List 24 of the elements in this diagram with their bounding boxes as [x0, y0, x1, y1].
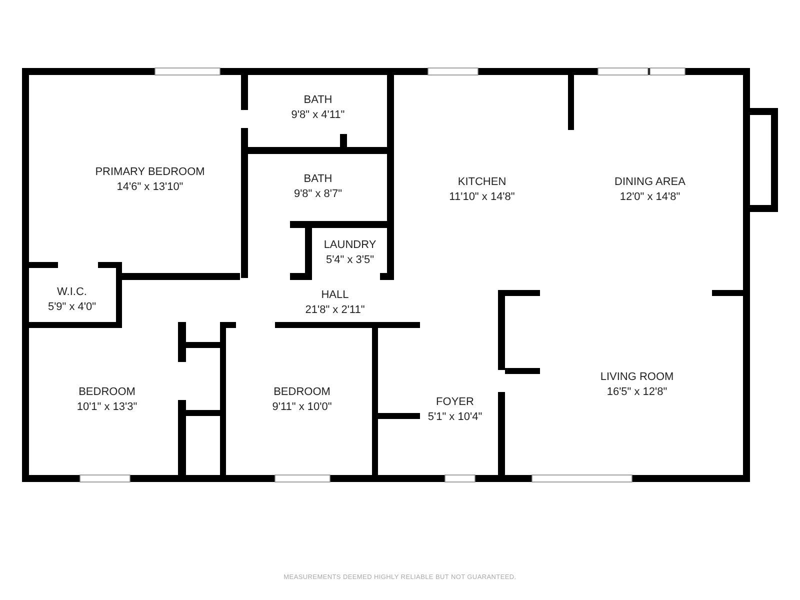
- room-dimensions: 11'10" x 14'8": [449, 190, 515, 205]
- room-dimensions: 5'1" x 10'4": [428, 410, 482, 425]
- room-name: BATH: [302, 93, 334, 108]
- room-name: BEDROOM: [78, 385, 136, 400]
- room-dimensions: 5'9" x 4'0": [48, 300, 96, 315]
- room-dimensions: 21'8" x 2'11": [305, 303, 365, 318]
- room-name: DINING AREA: [614, 175, 686, 190]
- room-dimensions: 16'5" x 12'8": [606, 385, 668, 400]
- room-name: HALL: [320, 288, 350, 303]
- room-name: W.I.C.: [56, 285, 88, 300]
- room-name: PRIMARY BEDROOM: [95, 165, 205, 180]
- room-dimensions: 9'8" x 8'7": [294, 187, 342, 202]
- room-name: FOYER: [435, 395, 475, 410]
- room-name: KITCHEN: [456, 175, 508, 190]
- room-name: BEDROOM: [272, 385, 332, 400]
- room-name: BATH: [302, 172, 334, 187]
- room-name: LIVING ROOM: [600, 370, 674, 385]
- room-name: LAUNDRY: [324, 238, 376, 253]
- room-dimensions: 14'6" x 13'10": [116, 180, 184, 195]
- room-dimensions: 10'1" x 13'3": [76, 400, 138, 415]
- room-dimensions: 12'0" x 14'8": [618, 190, 682, 205]
- room-dimensions: 9'11" x 10'0": [272, 400, 332, 415]
- room-dimensions: 5'4" x 3'5": [324, 253, 376, 268]
- room-dimensions: 9'8" x 4'11": [291, 108, 345, 123]
